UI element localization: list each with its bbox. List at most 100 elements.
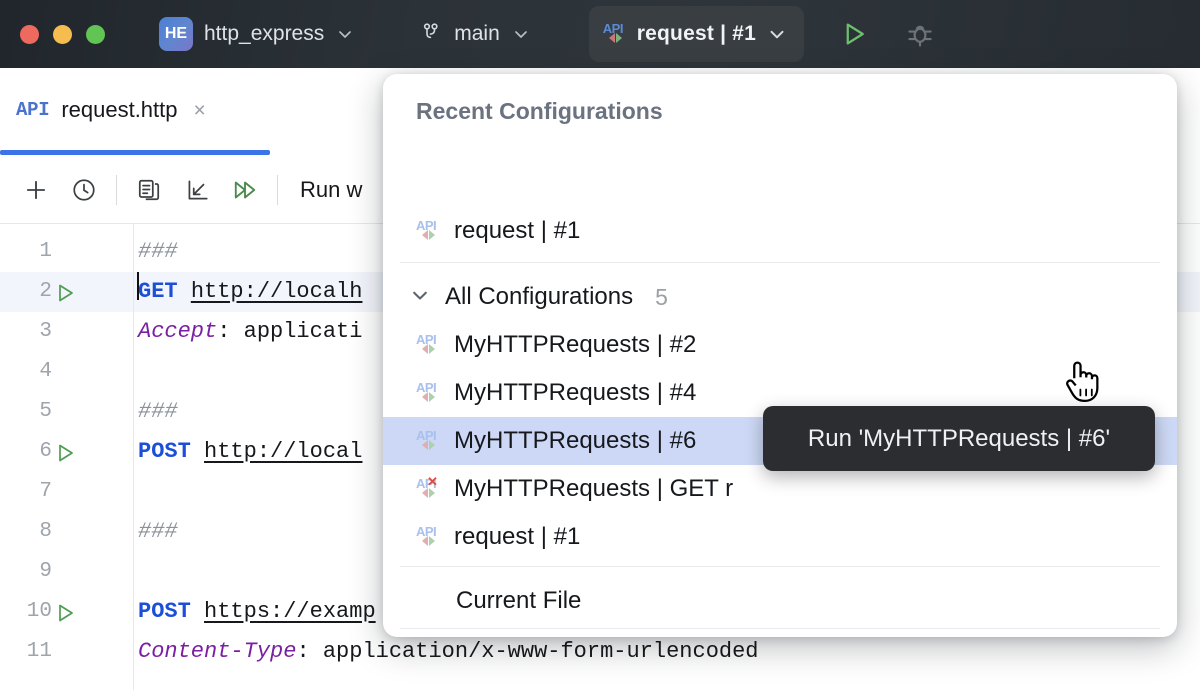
config-list-item[interactable]: API request | #1	[383, 513, 1177, 561]
config-list-item[interactable]: API MyHTTPRequests | #2	[383, 321, 1177, 369]
config-label: request | #1	[454, 523, 581, 550]
tab-request-http[interactable]: API request.http ×	[0, 68, 228, 152]
gutter-run-icon[interactable]	[52, 601, 78, 632]
import-icon[interactable]	[173, 166, 221, 214]
chevron-down-icon	[511, 24, 531, 44]
gutter-line: 11	[0, 632, 134, 672]
popup-header: Recent Configurations	[416, 98, 663, 124]
code-token: : applicati	[217, 319, 363, 344]
toolbar-divider	[277, 175, 278, 205]
current-file-label: Current File	[456, 587, 582, 614]
add-request-button[interactable]	[12, 166, 60, 214]
code-token: ###	[138, 399, 178, 424]
config-label: MyHTTPRequests | #6	[454, 427, 697, 454]
code-line[interactable]: ###	[138, 512, 178, 552]
config-label: MyHTTPRequests | #4	[454, 379, 697, 406]
text-caret	[137, 272, 139, 300]
line-number: 10	[26, 600, 52, 623]
api-icon: API	[603, 22, 627, 45]
line-number: 9	[39, 560, 52, 583]
gutter-line: 9	[0, 552, 134, 592]
api-icon: API	[416, 381, 440, 404]
code-token: GET	[138, 279, 191, 304]
title-bar: HE http_express main API	[0, 0, 1200, 68]
copy-icon[interactable]	[125, 166, 173, 214]
line-number: 2	[39, 280, 52, 303]
branch-name: main	[454, 22, 500, 45]
run-button[interactable]	[832, 12, 876, 56]
recent-config-row[interactable]: API request | #1	[383, 207, 1177, 255]
recent-config-label: request | #1	[454, 217, 581, 244]
project-selector[interactable]: HE http_express	[153, 12, 361, 56]
chevron-down-icon	[766, 23, 788, 45]
run-configurations-popup: Recent Configurations API request | #1 A…	[383, 74, 1177, 637]
run-all-icon[interactable]	[221, 166, 269, 214]
project-badge: HE	[159, 17, 193, 51]
gutter-run-icon[interactable]	[52, 281, 78, 312]
run-configuration-selector[interactable]: API request | #1	[588, 6, 804, 62]
gutter-line: 6	[0, 432, 134, 472]
gutter-line: 1	[0, 232, 134, 272]
code-line[interactable]: POST http://local	[138, 432, 362, 472]
code-token: ###	[138, 519, 178, 544]
code-token: POST	[138, 439, 205, 464]
toolbar-divider	[116, 175, 117, 205]
close-window-button[interactable]	[20, 24, 39, 44]
popup-divider	[400, 262, 1160, 263]
tooltip-text: Run 'MyHTTPRequests | #6'	[807, 424, 1111, 452]
gutter-line: 7	[0, 472, 134, 512]
code-token: : application/x-www-form-urlencoded	[296, 639, 759, 664]
gutter-run-icon[interactable]	[52, 441, 78, 472]
chevron-down-icon	[335, 24, 355, 44]
branch-selector[interactable]: main	[413, 12, 537, 56]
project-name: http_express	[204, 22, 325, 45]
line-number: 8	[39, 520, 52, 543]
popup-divider	[400, 628, 1160, 629]
window-controls	[20, 24, 105, 44]
debug-button[interactable]	[898, 12, 942, 56]
all-configurations-group-header[interactable]: All Configurations 5	[383, 273, 1177, 321]
title-bar-actions	[832, 12, 942, 56]
gutter-line: 3	[0, 312, 134, 352]
line-number: 5	[39, 400, 52, 423]
tab-title: request.http	[61, 97, 178, 122]
gutter-line: 10	[0, 592, 134, 632]
run-with-label[interactable]: Run w	[300, 177, 363, 202]
minimize-window-button[interactable]	[53, 24, 72, 44]
code-token: https://examp	[204, 599, 376, 624]
tab-active-underline	[0, 150, 270, 155]
line-number: 1	[39, 240, 52, 263]
api-icon: API	[416, 429, 440, 452]
maximize-window-button[interactable]	[86, 24, 105, 44]
api-error-icon: API✕	[416, 475, 440, 500]
close-icon[interactable]: ×	[193, 98, 206, 122]
gutter-line: 2	[0, 272, 134, 312]
line-number: 7	[39, 480, 52, 503]
run-configuration-name: request | #1	[636, 22, 756, 45]
file-type-label: API	[16, 99, 50, 121]
code-token: Accept	[138, 319, 218, 344]
api-icon: API	[416, 525, 440, 548]
code-line[interactable]: POST https://examp	[138, 592, 376, 632]
group-name: All Configurations	[445, 283, 634, 310]
config-list-item[interactable]: API✕MyHTTPRequests | GET r	[383, 465, 1177, 513]
code-line[interactable]: Content-Type: application/x-www-form-url…	[138, 632, 759, 672]
popup-divider	[400, 566, 1160, 567]
line-number: 6	[39, 440, 52, 463]
run-tooltip: Run 'MyHTTPRequests | #6'	[763, 406, 1155, 471]
chevron-down-icon	[407, 282, 433, 313]
config-list-item[interactable]: API MyHTTPRequests | #4	[383, 369, 1177, 417]
api-icon: API	[416, 333, 440, 356]
history-clock-icon[interactable]	[60, 166, 108, 214]
gutter-line: 4	[0, 352, 134, 392]
line-number: 11	[26, 640, 52, 663]
api-icon: API	[416, 219, 440, 242]
code-line[interactable]: ###	[138, 232, 178, 272]
code-line[interactable]: GET http://localh	[138, 272, 362, 312]
code-line[interactable]: Accept: applicati	[138, 312, 362, 352]
code-line[interactable]: ###	[138, 392, 178, 432]
group-count: 5	[655, 283, 668, 310]
config-label: MyHTTPRequests | #2	[454, 331, 697, 358]
gutter-line: 5	[0, 392, 134, 432]
current-file-item[interactable]: Current File	[383, 577, 1177, 625]
